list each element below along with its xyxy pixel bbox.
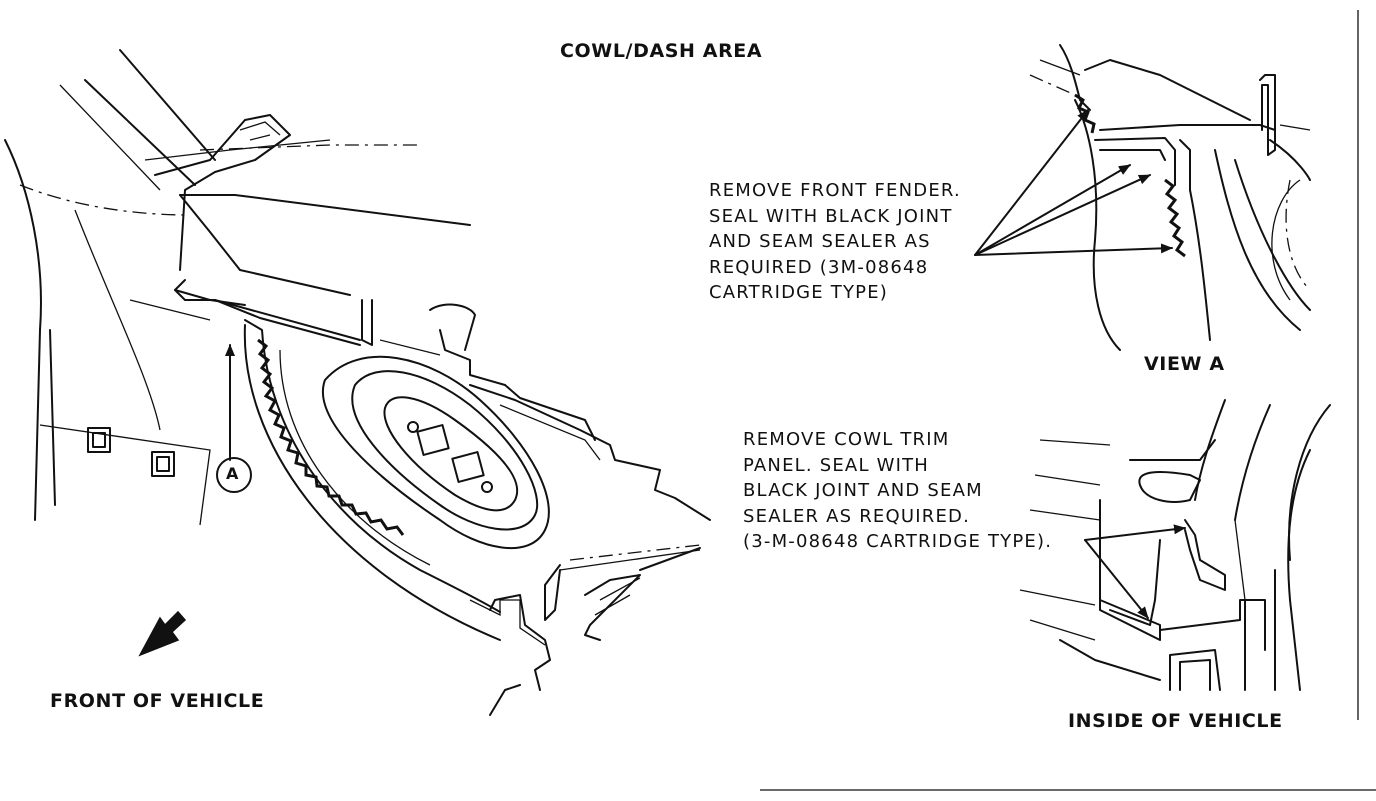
front-of-vehicle-label: FRONT OF VEHICLE: [50, 690, 265, 712]
callout-a-circle: [216, 457, 252, 493]
inside-vehicle-detail: [1019, 399, 1331, 691]
cowl-note-line: REMOVE COWL TRIM: [743, 429, 950, 450]
fender-seal-note: REMOVE FRONT FENDER. SEAL WITH BLACK JOI…: [709, 178, 961, 306]
diagram-title: COWL/DASH AREA: [560, 40, 763, 62]
cowl-seal-arrows: [1084, 524, 1186, 619]
view-a-label: VIEW A: [1144, 353, 1225, 375]
cowl-note-line: PANEL. SEAL WITH: [743, 454, 930, 476]
fender-note-line: CARTRIDGE TYPE): [709, 282, 889, 303]
callout-a-letter: A: [226, 464, 239, 483]
cowl-note-line: SEALER AS REQUIRED.: [743, 505, 970, 527]
cowl-note-line: (3-M-08648 CARTRIDGE TYPE).: [743, 531, 1053, 552]
view-a-detail: [1029, 44, 1311, 351]
cowl-note-line: BLACK JOINT AND SEAM: [743, 480, 983, 501]
fender-note-line: REMOVE FRONT FENDER.: [709, 180, 961, 201]
fender-seal-arrows: [974, 109, 1173, 256]
front-direction-arrow-icon: [138, 610, 187, 657]
fender-note-line: SEAL WITH BLACK JOINT: [709, 205, 953, 227]
fender-note-line: AND SEAM SEALER AS: [709, 231, 931, 252]
inside-of-vehicle-label: INSIDE OF VEHICLE: [1068, 710, 1283, 732]
fender-note-line: REQUIRED (3M-08648: [709, 256, 929, 278]
cowl-dash-assembly: [4, 49, 711, 716]
cowl-seal-note: REMOVE COWL TRIM PANEL. SEAL WITH BLACK …: [743, 427, 1052, 555]
